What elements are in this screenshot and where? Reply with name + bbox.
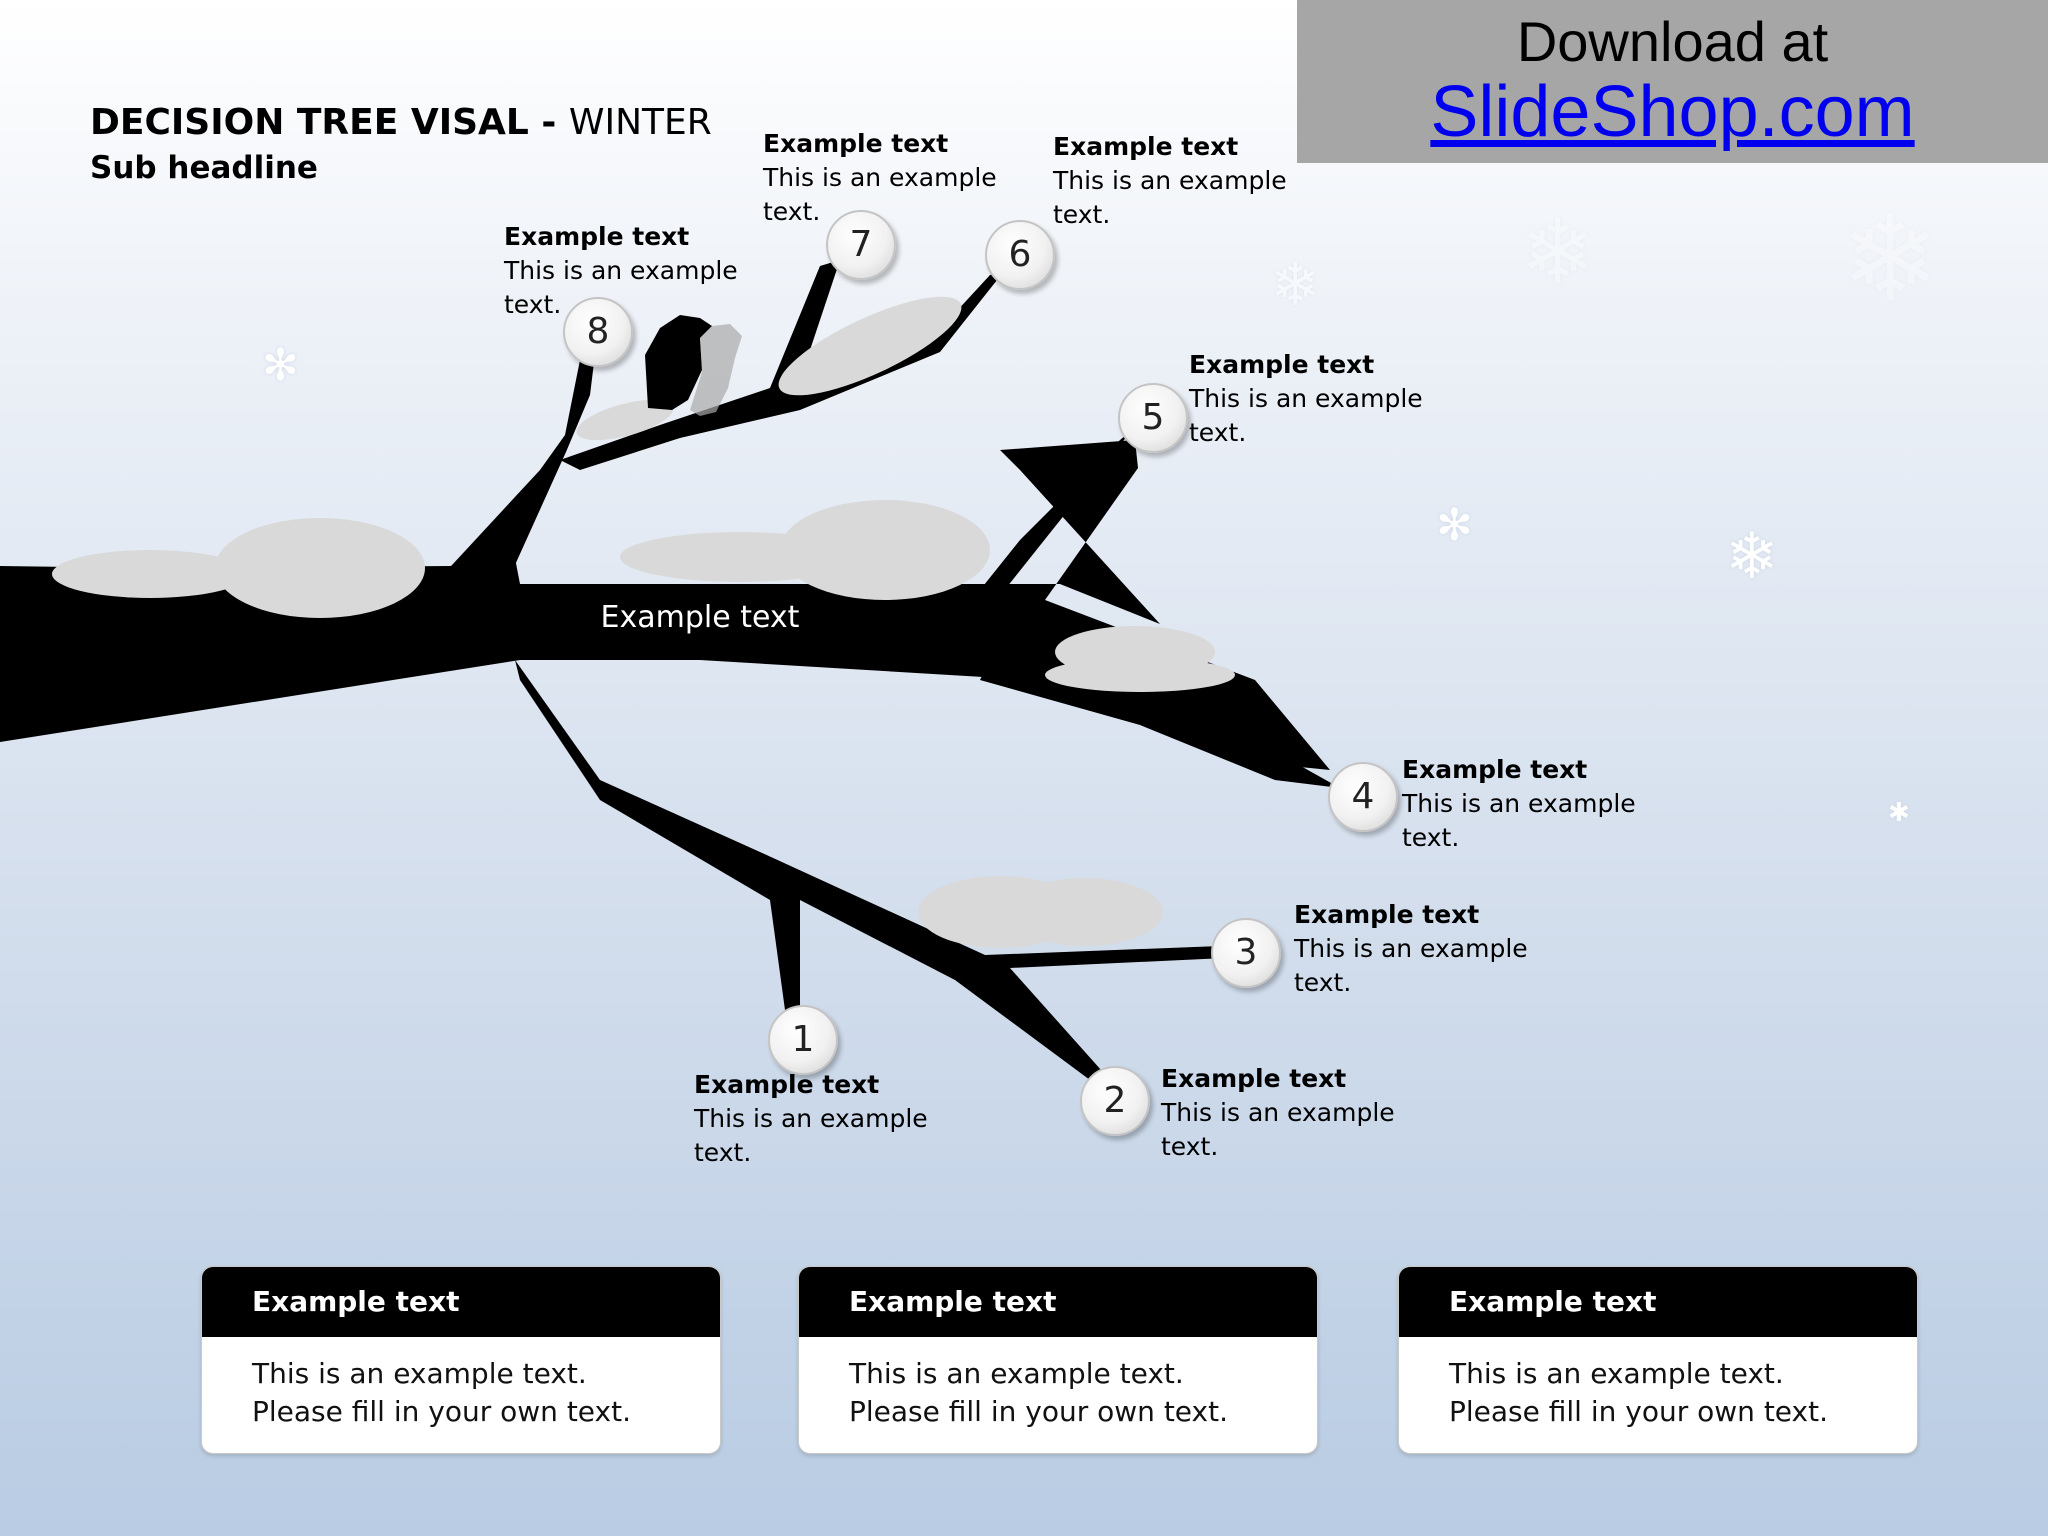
info-box-heading: Example text xyxy=(799,1267,1317,1337)
node-badge-3: 3 xyxy=(1211,918,1281,988)
branch-upper xyxy=(440,330,598,578)
node-badge-2: 2 xyxy=(1080,1066,1150,1136)
info-box-body: This is an example text. Please fill in … xyxy=(202,1337,720,1431)
title-light: WINTER xyxy=(569,102,712,143)
banner-text: Download at xyxy=(1297,12,2048,72)
info-box-body: This is an example text. Please fill in … xyxy=(799,1337,1317,1431)
branch-lower xyxy=(515,660,1225,1080)
snowflake-icon: ❄ xyxy=(1520,200,1595,305)
info-box-body: This is an example text. Please fill in … xyxy=(1399,1337,1917,1431)
title-bold: DECISION TREE VISAL - xyxy=(90,102,569,143)
info-box-2: Example text This is an example text. Pl… xyxy=(798,1266,1318,1454)
snowflake-icon: ✱ xyxy=(1888,798,1910,828)
download-banner: Download at SlideShop.com xyxy=(1297,0,2048,163)
node-badge-5: 5 xyxy=(1118,383,1188,453)
sub-headline: Sub headline xyxy=(90,150,318,186)
info-box-1: Example text This is an example text. Pl… xyxy=(201,1266,721,1454)
info-box-heading: Example text xyxy=(1399,1267,1917,1337)
snowflake-icon: ❄ xyxy=(1270,250,1320,320)
snowflake-icon: ✻ xyxy=(262,340,299,391)
snowflake-icon: ✻ xyxy=(1436,500,1473,551)
crow-icon xyxy=(645,315,742,416)
node-badge-6: 6 xyxy=(985,220,1055,290)
slideshop-link[interactable]: SlideShop.com xyxy=(1430,72,1914,152)
snowflake-icon: ❄ xyxy=(1840,190,1941,329)
page-title: DECISION TREE VISAL - WINTER xyxy=(90,100,712,146)
node-badge-4: 4 xyxy=(1328,762,1398,832)
snowflake-icon: ❄ xyxy=(1725,520,1779,594)
branch-label: Example text xyxy=(590,600,810,635)
info-box-3: Example text This is an example text. Pl… xyxy=(1398,1266,1918,1454)
info-box-heading: Example text xyxy=(202,1267,720,1337)
node-badge-1: 1 xyxy=(768,1005,838,1075)
